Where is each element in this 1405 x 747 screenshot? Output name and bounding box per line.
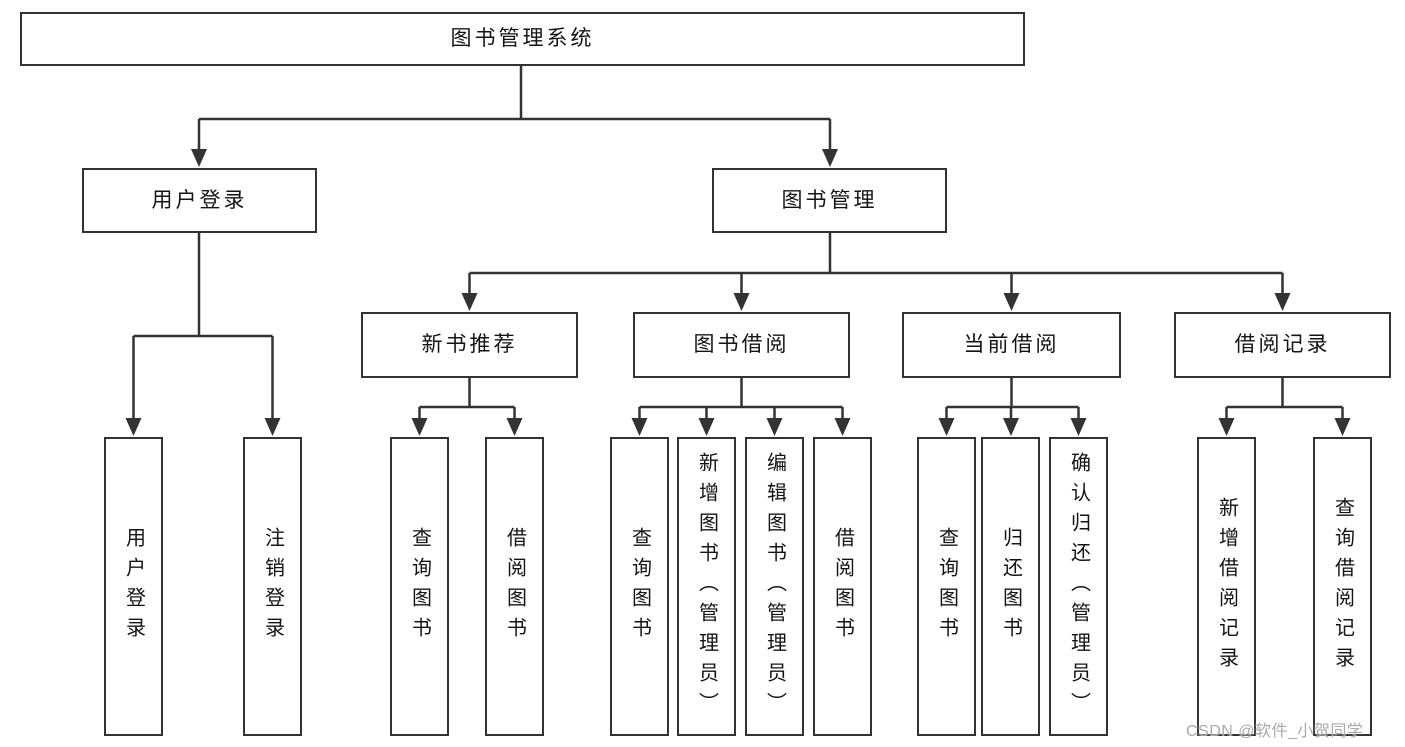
node-current-borrowing: 当前借阅 xyxy=(902,312,1121,378)
node-label: 图书管理 xyxy=(781,188,878,212)
node-label: 借阅图书 xyxy=(503,526,526,647)
watermark: CSDN @软件_小贺同学 xyxy=(1186,723,1364,740)
node-label: 归还图书 xyxy=(999,526,1022,647)
leaf-add-borrow-record: 新增借阅记录 xyxy=(1197,437,1256,736)
node-label: 图书管理系统 xyxy=(450,27,595,51)
leaf-borrow-books-recommend: 借阅图书 xyxy=(485,437,544,736)
arrowhead xyxy=(631,418,648,436)
node-label: 查询借阅记录 xyxy=(1331,496,1354,677)
node-borrowing-records: 借阅记录 xyxy=(1174,312,1391,378)
leaf-return-books: 归还图书 xyxy=(981,437,1040,736)
node-label: 借阅图书 xyxy=(831,526,854,647)
leaf-add-book-admin: 新增图书（管理员） xyxy=(677,437,736,736)
node-new-book-recommend: 新书推荐 xyxy=(361,312,578,378)
node-label: 用户登录 xyxy=(151,188,248,212)
node-label: 新增图书（管理员） xyxy=(695,451,718,722)
node-label: 用户登录 xyxy=(122,526,145,647)
arrowhead xyxy=(698,418,715,436)
arrowhead xyxy=(1274,293,1291,311)
arrowhead xyxy=(822,149,838,167)
leaf-confirm-return-admin: 确认归还（管理员） xyxy=(1049,437,1108,736)
node-label: 确认归还（管理员） xyxy=(1067,451,1090,722)
arrowhead xyxy=(1003,293,1020,311)
node-label: 编辑图书（管理员） xyxy=(763,451,786,722)
node-user-login: 用户登录 xyxy=(82,168,317,233)
arrowhead xyxy=(1003,418,1019,436)
arrowhead xyxy=(766,418,783,436)
node-label: 图书借阅 xyxy=(693,333,790,357)
arrowhead xyxy=(1334,418,1351,436)
node-label: 新增借阅记录 xyxy=(1215,496,1238,677)
node-label: 查询图书 xyxy=(628,526,651,647)
arrowhead xyxy=(461,293,478,311)
node-label: 新书推荐 xyxy=(421,333,518,357)
arrowhead xyxy=(506,418,523,436)
arrowhead xyxy=(1218,418,1235,436)
leaf-edit-book-admin: 编辑图书（管理员） xyxy=(745,437,804,736)
arrowhead xyxy=(264,418,281,436)
node-label: 当前借阅 xyxy=(963,333,1060,357)
leaf-query-books-recommend: 查询图书 xyxy=(390,437,449,736)
arrowhead xyxy=(1070,418,1087,436)
leaf-query-books-borrowing: 查询图书 xyxy=(610,437,669,736)
leaf-query-borrow-record: 查询借阅记录 xyxy=(1313,437,1372,736)
arrowhead xyxy=(938,418,955,436)
node-book-borrowing: 图书借阅 xyxy=(633,312,850,378)
node-label: 借阅记录 xyxy=(1234,333,1331,357)
arrowhead xyxy=(191,149,207,167)
node-label: 查询图书 xyxy=(408,526,431,647)
node-book-management: 图书管理 xyxy=(712,168,947,233)
leaf-user-login: 用户登录 xyxy=(104,437,163,736)
leaf-borrow-books-borrowing: 借阅图书 xyxy=(813,437,872,736)
leaf-logout: 注销登录 xyxy=(243,437,302,736)
arrowhead xyxy=(834,418,851,436)
node-label: 查询图书 xyxy=(935,526,958,647)
arrowhead xyxy=(411,418,428,436)
arrowhead xyxy=(733,293,750,311)
leaf-query-books-current: 查询图书 xyxy=(917,437,976,736)
arrowhead xyxy=(125,418,142,436)
node-label: 注销登录 xyxy=(261,526,284,647)
node-library-system: 图书管理系统 xyxy=(20,12,1025,66)
